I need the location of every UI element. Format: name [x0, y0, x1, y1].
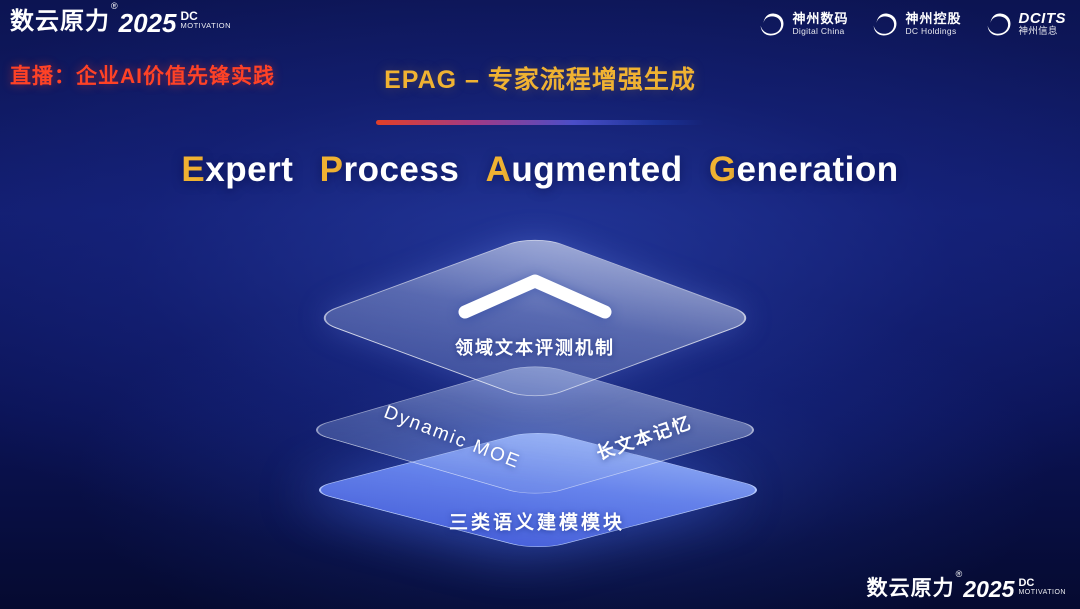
partner-name-en: DCITS: [1018, 10, 1066, 27]
layer-bottom-label: 三类语义建模模块: [448, 512, 626, 534]
partner-name-cn: 神州控股: [905, 10, 962, 26]
title-word: Generation: [709, 150, 899, 189]
brand-motivation: MOTIVATION: [180, 21, 232, 30]
title-initial: A: [485, 150, 512, 189]
title-word: Expert: [181, 150, 293, 189]
brand-logo-top-left: 数云原力 ® 2025 DC MOTIVATION: [10, 2, 231, 38]
title-divider: [376, 120, 704, 125]
partner-text: DCITS 神州信息: [1019, 10, 1067, 38]
layer-top-label: 领域文本评测机制: [455, 338, 615, 358]
brand-name-cn: 数云原力: [866, 577, 955, 600]
title-initial: P: [319, 150, 344, 189]
partner-text: 神州控股 DC Holdings: [905, 10, 962, 37]
live-stream-label: 直播：企业AI价值先锋实践: [10, 65, 275, 88]
registered-mark: ®: [111, 1, 118, 11]
partner-name-en: DC Holdings: [905, 25, 957, 36]
title-initial: G: [708, 150, 737, 189]
main-title: Expert Process Augmented Generation: [0, 150, 1080, 190]
title-word: Augmented: [486, 150, 683, 189]
partner-text: 神州数码 Digital China: [792, 10, 849, 37]
brand-name-cn: 数云原力: [10, 8, 110, 35]
partner-name-cn: 神州数码: [792, 10, 849, 26]
registered-mark: ®: [955, 569, 963, 579]
partner-dcits: DCITS 神州信息: [986, 10, 1067, 38]
brand-logo-bottom-right: 数云原力 ® 2025 DC MOTIVATION: [866, 570, 1066, 602]
chevron-up-icon: [458, 274, 612, 319]
title-rest: ugmented: [511, 150, 683, 189]
title-word: Process: [320, 150, 460, 189]
brand-dc: DC: [180, 9, 198, 23]
title-initial: E: [181, 150, 206, 189]
title-rest: rocess: [343, 150, 460, 189]
brand-year: 2025: [963, 576, 1015, 602]
slide-title: EPAG – 专家流程增强生成: [384, 66, 696, 94]
partner-name-en: Digital China: [792, 25, 845, 36]
title-rest: xpert: [205, 150, 294, 189]
partner-dc-holdings: 神州控股 DC Holdings: [872, 11, 961, 38]
partner-digital-china: 神州数码 Digital China: [759, 11, 848, 38]
brand-motivation: MOTIVATION: [1018, 589, 1066, 596]
brand-dc: DC: [1018, 577, 1035, 589]
partner-name-cn: 神州信息: [1018, 26, 1058, 38]
brand-year: 2025: [118, 8, 177, 38]
title-rest: eneration: [736, 150, 899, 189]
partner-logos: 神州数码 Digital China 神州控股 DC Holdings DCIT…: [759, 10, 1066, 38]
brand-sub-text: DC MOTIVATION: [1018, 577, 1066, 597]
brand-sub-text: DC MOTIVATION: [180, 10, 231, 30]
